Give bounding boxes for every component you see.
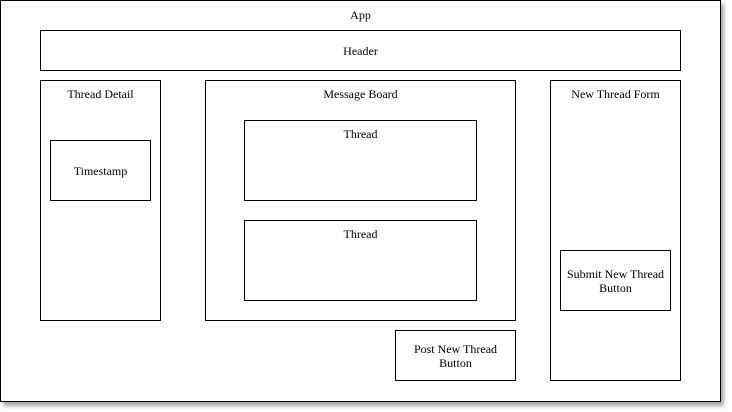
header-component: Header [40,30,681,71]
post-new-thread-button-component: Post New Thread Button [395,330,516,381]
app-label: App [350,8,371,22]
thread-component: Thread [244,120,477,201]
timestamp-label: Timestamp [73,163,128,178]
message-board-label: Message Board [323,87,398,101]
header-label: Header [343,43,378,58]
thread-label: Thread [343,127,378,141]
thread-component: Thread [244,220,477,301]
submit-new-thread-button-label: Submit New Thread Button [566,266,665,295]
new-thread-form-label: New Thread Form [571,87,660,101]
thread-label: Thread [343,227,378,241]
post-new-thread-button-label: Post New Thread Button [413,341,498,370]
thread-detail-label: Thread Detail [67,87,134,101]
timestamp-component: Timestamp [50,140,151,201]
new-thread-form-component: New Thread Form [550,80,681,381]
submit-new-thread-button-component: Submit New Thread Button [560,250,671,311]
